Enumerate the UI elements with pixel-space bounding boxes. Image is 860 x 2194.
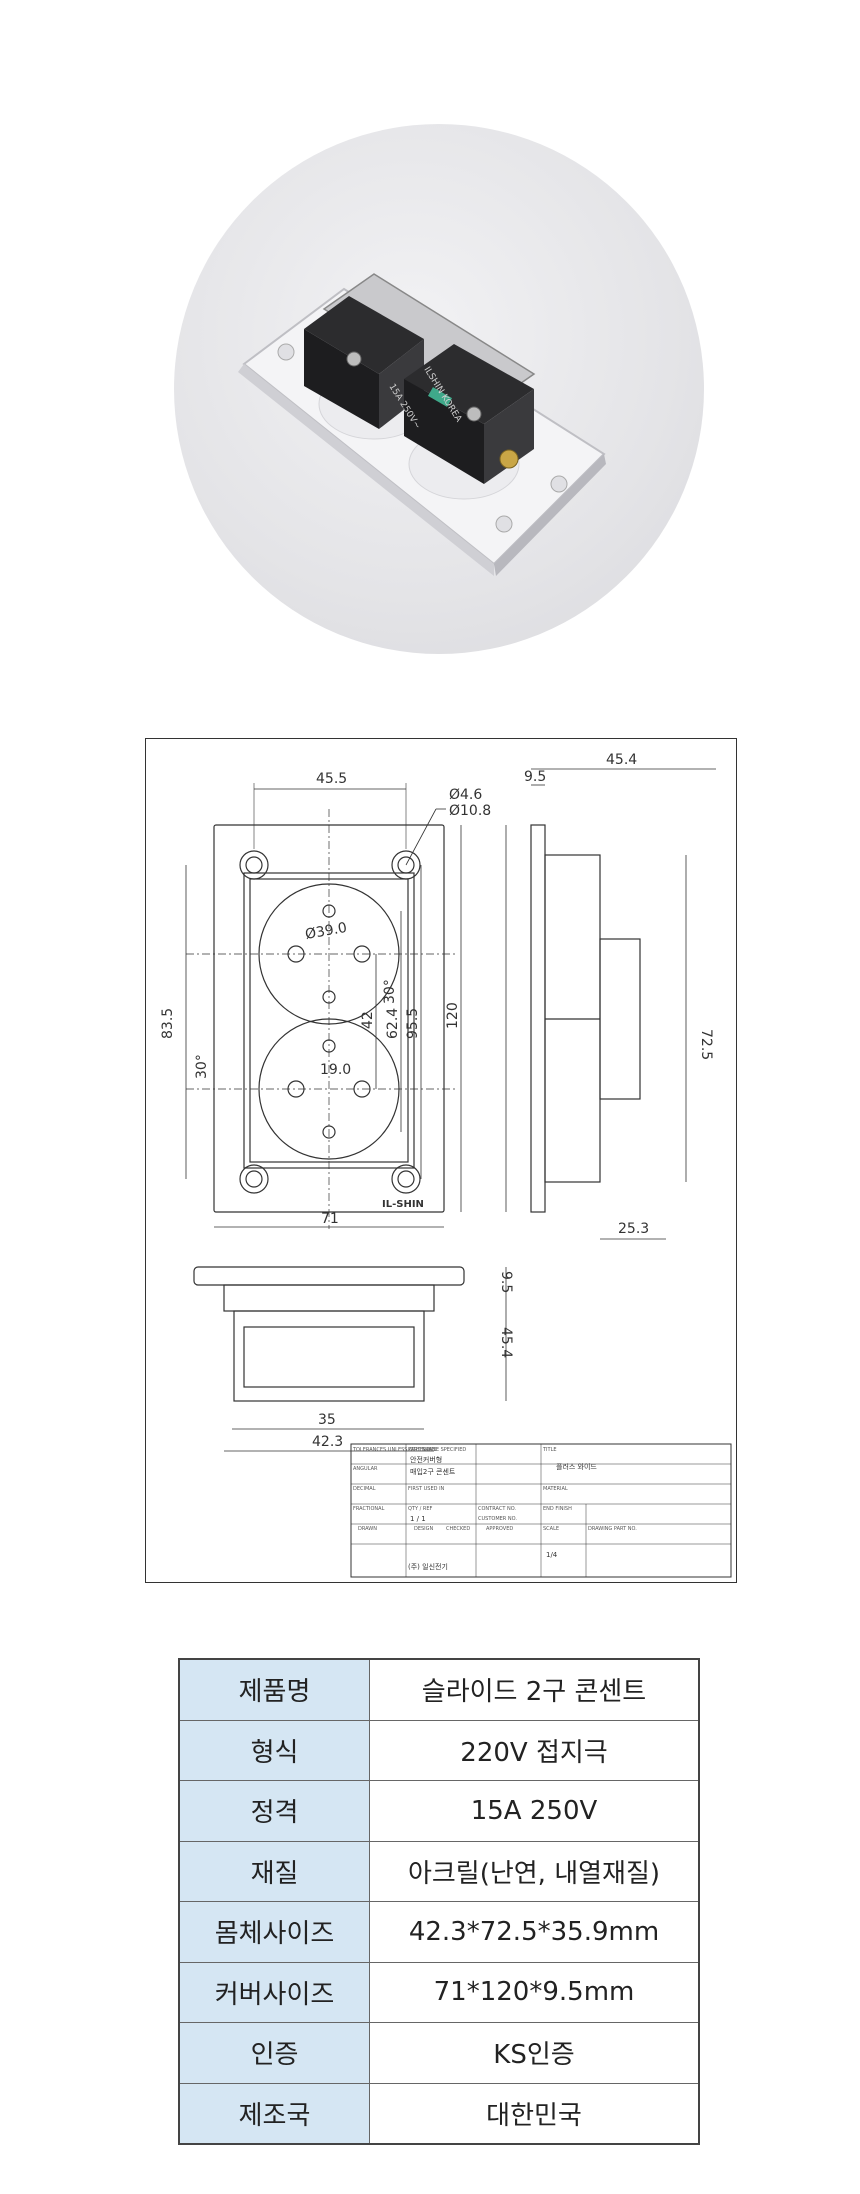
spec-label: 형식 — [178, 1719, 370, 1781]
tb-approved: APPROVED — [486, 1526, 513, 1532]
spec-value: 슬라이드 2구 콘센트 — [369, 1658, 700, 1721]
spec-value: 대한민국 — [369, 2082, 700, 2145]
table-row: 제조국 대한민국 — [178, 2082, 700, 2145]
dim-42: 42 — [360, 1011, 376, 1029]
tb-angular: ANGULAR — [353, 1466, 378, 1472]
table-row: 재질 아크릴(난연, 내열재질) — [178, 1840, 700, 1902]
spec-value: 15A 250V — [369, 1780, 700, 1842]
spec-value: 71*120*9.5mm — [369, 1961, 700, 2023]
dim-83-5: 83.5 — [160, 1008, 176, 1039]
dim-71: 71 — [321, 1211, 339, 1227]
dim-side-45-4: 45.4 — [606, 752, 637, 768]
spec-label: 몸체사이즈 — [178, 1901, 370, 1963]
spec-label: 제품명 — [178, 1658, 370, 1721]
tb-fractional: FRACTIONAL — [353, 1506, 385, 1512]
table-row: 인증 KS인증 — [178, 2022, 700, 2084]
tb-material: MATERIAL — [543, 1486, 568, 1492]
dim-25-3: 25.3 — [618, 1221, 649, 1237]
tb-drawing-part-no: DRAWING PART NO. — [588, 1526, 637, 1532]
tb-drawn: DRAWN — [358, 1526, 377, 1532]
dim-socket-dia: Ø39.0 — [304, 920, 348, 943]
tb-qty: QTY / REF — [408, 1506, 433, 1512]
tb-checked: CHECKED — [446, 1526, 470, 1532]
tb-design: DESIGN — [414, 1526, 434, 1532]
dim-bottom-45-4: 45.4 — [498, 1327, 514, 1358]
dim-42-3: 42.3 — [312, 1434, 343, 1450]
tb-customer: CUSTOMER NO. — [478, 1516, 517, 1522]
tb-title-value: 플러스 와이드 — [556, 1462, 597, 1471]
tb-part-name-label: PART NAME — [408, 1447, 437, 1453]
spec-label: 정격 — [178, 1780, 370, 1842]
technical-drawing: 45.5 Ø4.6 Ø10.8 83.5 Ø39.0 30° 30° 19.0 … — [145, 738, 737, 1583]
dim-pin-pitch: 19.0 — [320, 1062, 351, 1078]
dim-hole-small: Ø4.6 — [449, 787, 482, 803]
dim-62-4: 62.4 — [385, 1008, 401, 1039]
table-row: 몸체사이즈 42.3*72.5*35.9mm — [178, 1901, 700, 1963]
spec-value: 아크릴(난연, 내열재질) — [369, 1840, 700, 1902]
tb-contract: CONTRACT NO. — [478, 1506, 516, 1512]
tb-first-used: FIRST USED IN — [408, 1486, 445, 1492]
spec-value: KS인증 — [369, 2022, 700, 2084]
tb-finish: END FINISH — [543, 1506, 572, 1512]
table-row: 형식 220V 접지극 — [178, 1719, 700, 1781]
tb-tolerances: TOLERANCES UNLESS OTHERWISE SPECIFIED — [352, 1447, 466, 1453]
tb-company: (주) 일신전기 — [408, 1562, 448, 1571]
spec-label: 커버사이즈 — [178, 1961, 370, 2023]
dim-bottom-9-5: 9.5 — [498, 1271, 514, 1293]
tb-scale-label: SCALE — [543, 1526, 559, 1532]
dim-72-5: 72.5 — [698, 1029, 714, 1060]
dim-35: 35 — [318, 1412, 336, 1428]
table-row: 제품명 슬라이드 2구 콘센트 — [178, 1658, 700, 1721]
tb-qty-value: 1 / 1 — [410, 1515, 426, 1523]
outlet-photo-illustration: 15A 250V~ ILSHIN KOREA — [238, 273, 606, 576]
tb-part-name-1: 안전커버형 — [410, 1455, 442, 1464]
spec-label: 재질 — [178, 1840, 370, 1902]
spec-value: 42.3*72.5*35.9mm — [369, 1901, 700, 1963]
brand-text: IL-SHIN — [382, 1199, 424, 1210]
dim-120: 120 — [445, 1002, 461, 1029]
dim-hole-large: Ø10.8 — [449, 803, 491, 819]
tb-title-label: TITLE — [542, 1447, 557, 1453]
tb-scale-value: 1/4 — [546, 1551, 558, 1559]
drawing-canvas: 45.5 Ø4.6 Ø10.8 83.5 Ø39.0 30° 30° 19.0 … — [160, 752, 732, 1578]
tb-decimal: DECIMAL — [353, 1486, 376, 1492]
dim-side-9-5: 9.5 — [524, 769, 546, 785]
dim-angle-right: 30° — [382, 979, 398, 1004]
spec-table: 제품명 슬라이드 2구 콘센트 형식 220V 접지극 정격 15A 250V … — [178, 1658, 700, 2145]
spec-value: 220V 접지극 — [369, 1719, 700, 1781]
tb-part-name-2: 매입2구 콘센트 — [410, 1467, 456, 1476]
dim-95-5: 95.5 — [405, 1008, 421, 1039]
spec-label: 제조국 — [178, 2082, 370, 2145]
dim-45-5: 45.5 — [316, 771, 347, 787]
spec-label: 인증 — [178, 2022, 370, 2084]
table-row: 커버사이즈 71*120*9.5mm — [178, 1961, 700, 2023]
product-photo: 15A 250V~ ILSHIN KOREA — [174, 124, 704, 654]
dim-angle-left: 30° — [194, 1054, 210, 1079]
table-row: 정격 15A 250V — [178, 1780, 700, 1842]
